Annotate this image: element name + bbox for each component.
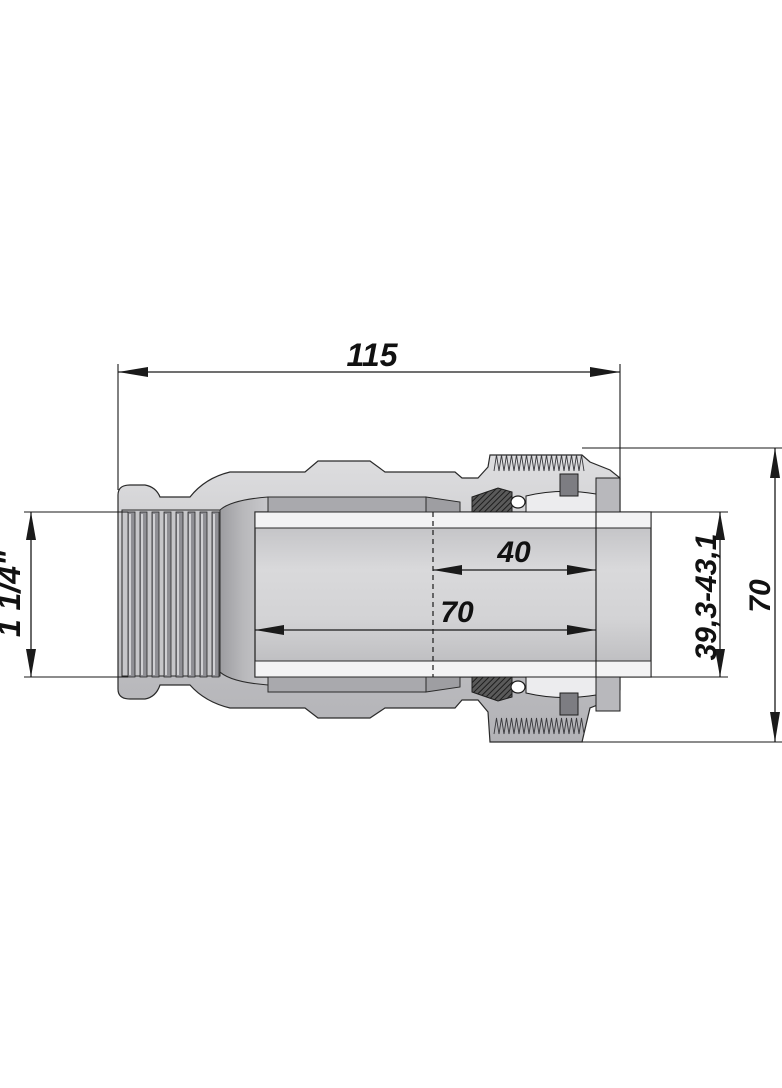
- nut-serration: [558, 454, 565, 472]
- nut-serration: [533, 717, 540, 735]
- nut-serration: [573, 717, 580, 735]
- thread-ridge: [139, 511, 148, 678]
- dimension-pipe-diameter: 39,3-43,1: [651, 511, 728, 678]
- o-ring-bottom: [510, 680, 526, 694]
- nut-serration: [543, 717, 550, 735]
- nut-serration: [513, 454, 520, 472]
- o-ring-top: [510, 495, 526, 509]
- nut-serration: [553, 454, 560, 472]
- thread-ridge: [175, 511, 184, 678]
- thread-ridges: [127, 511, 220, 678]
- nut-serration: [533, 454, 540, 472]
- nut-slot-top: [559, 473, 579, 497]
- nut-serration: [518, 454, 525, 472]
- sleeve-top: [267, 496, 427, 513]
- nut-serration: [578, 717, 585, 735]
- dimension-thread-size: 1 1/4": [0, 511, 128, 678]
- nut-serration: [513, 717, 520, 735]
- nut-slot-bottom: [559, 692, 579, 716]
- nut-serration: [563, 454, 570, 472]
- pipe-top-wall: [254, 511, 652, 529]
- thread-ridge: [151, 511, 160, 678]
- nut-serration: [503, 454, 510, 472]
- dimension-overall-length: 115: [117, 337, 621, 490]
- nut-serration: [518, 717, 525, 735]
- nut-serration: [523, 454, 530, 472]
- nut-serration: [548, 454, 555, 472]
- nut-serration: [498, 454, 505, 472]
- dimension-insertion-40: 40: [433, 536, 596, 575]
- label-insertion-40: 40: [496, 536, 531, 569]
- thread-ridge: [163, 511, 172, 678]
- cone-bottom: [425, 676, 461, 693]
- nut-serration: [498, 717, 505, 735]
- nut-serration: [578, 454, 585, 472]
- thread-ridge: [187, 511, 196, 678]
- inserted-pipe: [254, 496, 652, 693]
- nut-serration: [493, 717, 500, 735]
- thread-ridge: [127, 511, 136, 678]
- nut-face-bottom: [595, 676, 621, 712]
- seal-assembly: [471, 473, 621, 716]
- dimension-outer-diameter: 70: [582, 447, 782, 743]
- label-thread-size: 1 1/4": [0, 550, 27, 637]
- gasket-bottom: [471, 676, 513, 702]
- nut-serration: [523, 717, 530, 735]
- nut-serration: [558, 717, 565, 735]
- pipe-body: [254, 511, 652, 678]
- nut-serration: [543, 454, 550, 472]
- pipe-bottom-wall: [254, 660, 652, 678]
- thread-ridge: [211, 511, 220, 678]
- nut-serration: [563, 717, 570, 735]
- nut-serration: [528, 454, 535, 472]
- sleeve-bottom: [267, 676, 427, 693]
- nut-serration: [503, 717, 510, 735]
- label-overall-length: 115: [346, 337, 398, 373]
- nut-serration: [553, 717, 560, 735]
- nut-serration: [528, 717, 535, 735]
- nut-serration: [568, 717, 575, 735]
- nut-serration: [568, 454, 575, 472]
- nut-threads: [493, 454, 585, 735]
- label-pipe-diameter: 39,3-43,1: [690, 534, 723, 661]
- nut-serration: [493, 454, 500, 472]
- nut-serration: [508, 454, 515, 472]
- dimension-insertion-70: 70: [255, 596, 596, 635]
- nut-serration: [538, 717, 545, 735]
- nut-serration: [508, 717, 515, 735]
- thread-ridge: [199, 511, 208, 678]
- nut-serration: [573, 454, 580, 472]
- nut-face-top: [595, 477, 621, 513]
- nut-serration: [538, 454, 545, 472]
- cone-top: [425, 496, 461, 513]
- nut-serration: [548, 717, 555, 735]
- label-insertion-70: 70: [440, 596, 474, 629]
- label-outer-diameter: 70: [744, 579, 777, 613]
